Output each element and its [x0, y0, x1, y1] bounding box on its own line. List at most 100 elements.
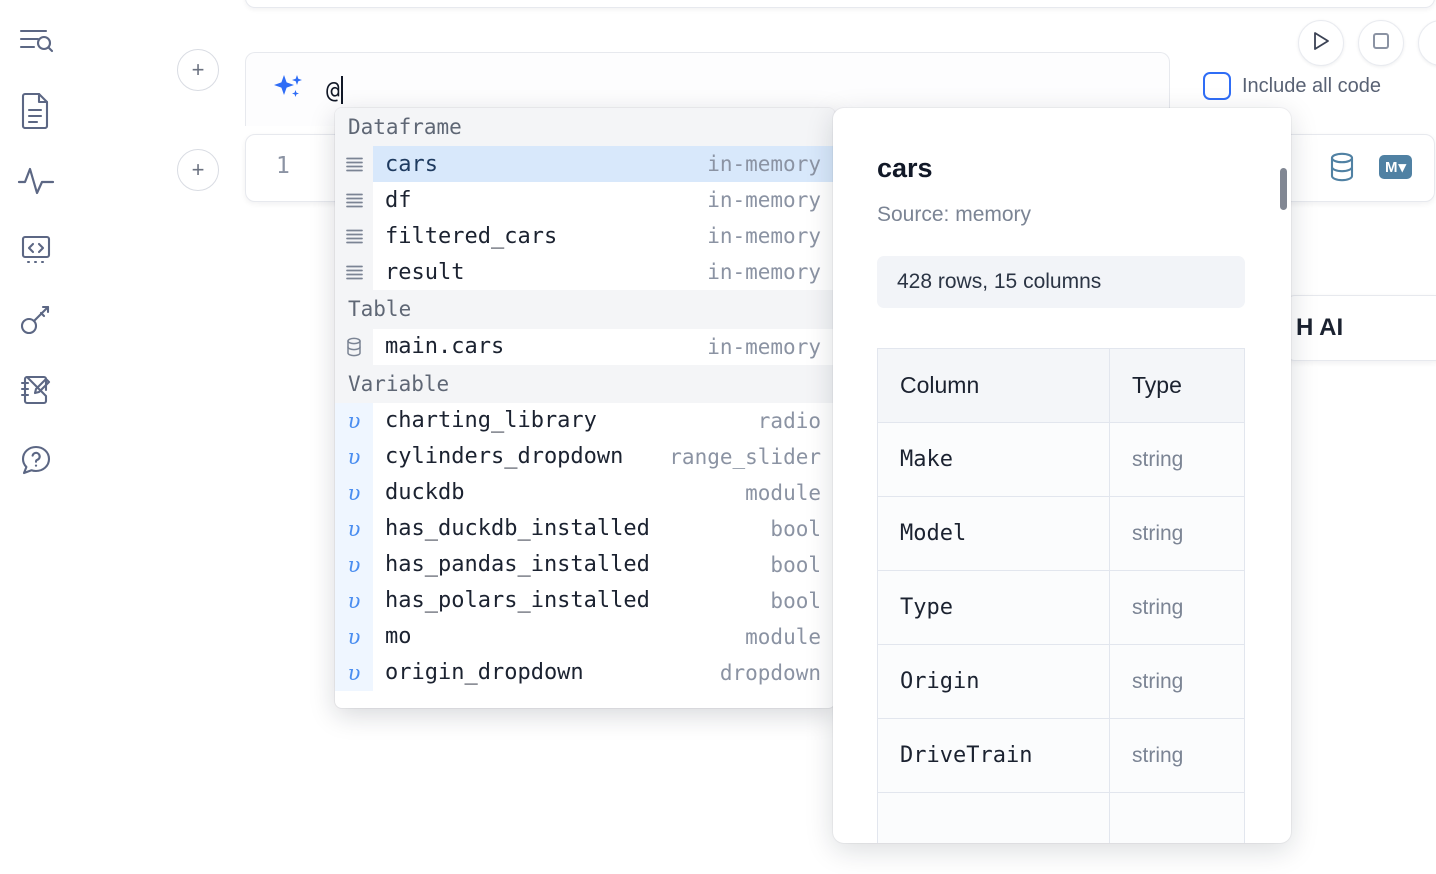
detail-source: Source: memory	[877, 203, 1032, 226]
autocomplete-item-body: filtered_cars in-memory	[373, 218, 835, 254]
detail-panel: cars Source: memory 428 rows, 15 columns…	[833, 108, 1291, 843]
more-actions-button[interactable]	[1418, 20, 1436, 66]
autocomplete-item-type: module	[745, 480, 821, 505]
autocomplete-section-header: Variable	[335, 364, 835, 403]
previous-cell-stub	[245, 0, 1435, 8]
cell-column-name: Make	[877, 422, 1110, 497]
autocomplete-item-type: dropdown	[719, 660, 821, 685]
autocomplete-item-filtered_cars[interactable]: filtered_cars in-memory	[335, 218, 835, 255]
key-icon	[18, 303, 54, 337]
notebook-pencil-icon	[19, 373, 53, 407]
autocomplete-item-body: has_polars_installed bool	[373, 583, 835, 619]
markdown-arrow: ▾	[1398, 159, 1406, 176]
sidebar-item-help[interactable]	[14, 438, 58, 482]
detail-scrollbar-thumb[interactable]	[1280, 168, 1287, 210]
sidebar-item-snippets[interactable]	[14, 228, 58, 272]
cell-toolbar: M▾	[1327, 151, 1412, 183]
autocomplete-section-header: Dataframe	[335, 108, 835, 147]
plus-icon: +	[191, 157, 205, 182]
sidebar-item-variables[interactable]	[14, 158, 58, 202]
database-icon[interactable]	[1327, 151, 1357, 183]
cell-column-name: DriveTrain	[877, 718, 1110, 793]
stop-button[interactable]	[1358, 20, 1404, 66]
table-database-icon	[335, 328, 373, 365]
sidebar-item-scratchpad[interactable]	[14, 368, 58, 412]
autocomplete-item-name: has_polars_installed	[385, 588, 650, 614]
autocomplete-item-type: bool	[770, 552, 821, 577]
autocomplete-section-header: Table	[335, 290, 835, 329]
outline-search-icon	[18, 24, 54, 56]
autocomplete-item-type: bool	[770, 588, 821, 613]
activity-pulse-icon	[17, 164, 55, 196]
autocomplete-item-type: in-memory	[707, 260, 821, 285]
variable-icon: υ	[335, 510, 373, 547]
autocomplete-item-name: duckdb	[385, 480, 465, 506]
play-icon	[1311, 30, 1331, 57]
cell-column-type: string	[1109, 570, 1245, 645]
sparkle-icon	[268, 70, 308, 110]
autocomplete-item-name: mo	[385, 624, 412, 650]
run-controls	[1298, 20, 1436, 66]
variable-icon: υ	[335, 438, 373, 475]
markdown-letter: M	[1384, 158, 1398, 176]
autocomplete-item-name: filtered_cars	[385, 223, 558, 249]
sidebar-item-secrets[interactable]	[14, 298, 58, 342]
stop-square-icon	[1371, 31, 1391, 56]
autocomplete-item-name: charting_library	[385, 408, 597, 434]
ai-chip-label: H AI	[1296, 314, 1344, 341]
autocomplete-item-name: cylinders_dropdown	[385, 444, 624, 470]
markdown-icon[interactable]: M▾	[1378, 155, 1412, 179]
variable-icon: υ	[335, 654, 373, 691]
autocomplete-item-name: cars	[385, 151, 438, 177]
autocomplete-item-name: has_duckdb_installed	[385, 516, 650, 542]
include-all-code-label: Include all code	[1242, 74, 1381, 97]
include-all-code-checkbox[interactable]	[1203, 72, 1231, 100]
autocomplete-item-type: in-memory	[707, 224, 821, 249]
ai-prompt-input[interactable]: @	[326, 75, 343, 104]
variable-icon: υ	[335, 546, 373, 583]
variable-icon: υ	[335, 474, 373, 511]
sidebar-item-explore[interactable]	[14, 18, 58, 62]
run-button[interactable]	[1298, 20, 1344, 66]
autocomplete-item-type: range_slider	[669, 444, 821, 469]
cell-column-type: string	[1109, 644, 1245, 719]
sidebar-item-files[interactable]	[14, 88, 58, 132]
ai-chip[interactable]: H AI	[1285, 295, 1436, 361]
variable-icon: υ	[335, 402, 373, 439]
table-header-row: Column Type	[877, 348, 1245, 423]
dataframe-icon	[335, 218, 373, 255]
detail-title: cars	[877, 153, 933, 183]
include-all-code-toggle[interactable]: Include all code	[1203, 72, 1381, 100]
add-cell-below-button[interactable]: +	[177, 149, 219, 191]
plus-icon: +	[191, 57, 205, 82]
add-cell-above-button[interactable]: +	[177, 49, 219, 91]
detail-shape-badge: 428 rows, 15 columns	[877, 256, 1245, 308]
cell-column-type: string	[1109, 422, 1245, 497]
cell-column-name	[877, 792, 1110, 843]
autocomplete-item-name: df	[385, 187, 412, 213]
autocomplete-item-cylinders_dropdown[interactable]: υ cylinders_dropdown range_slider	[335, 438, 835, 475]
